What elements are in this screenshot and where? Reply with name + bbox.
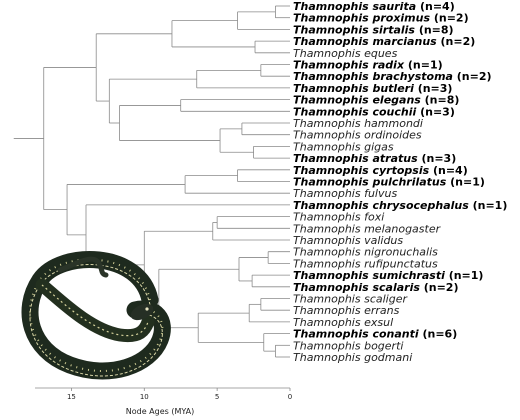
taxon-label: Thamnophis validus	[293, 234, 403, 247]
sample-count: (n=8)	[415, 23, 454, 36]
taxon-name: Thamnophis proximus	[293, 12, 430, 25]
taxon-label: Thamnophis hammondi	[293, 117, 423, 130]
sample-count: (n=3)	[416, 105, 455, 118]
taxon-label: Thamnophis atratus (n=3)	[293, 152, 456, 165]
taxon-name: Thamnophis couchii	[293, 105, 416, 118]
sample-count: (n=2)	[453, 70, 492, 83]
taxon-name: Thamnophis nigronuchalis	[293, 246, 438, 259]
taxon-name: Thamnophis saurita	[293, 0, 416, 13]
time-axis: 15 10 5 0 Node Ages (MYA)	[35, 387, 292, 416]
taxon-name: Thamnophis radix	[293, 59, 405, 72]
sample-count: (n=1)	[446, 176, 485, 189]
taxon-label: Thamnophis exsul	[293, 316, 393, 329]
taxon-label: Thamnophis eques	[293, 47, 398, 60]
axis-tick-label: 5	[215, 393, 219, 401]
taxon-name: Thamnophis eques	[293, 47, 398, 60]
taxon-name: Thamnophis validus	[293, 234, 403, 247]
taxon-label: Thamnophis proximus (n=2)	[293, 12, 469, 25]
axis-ticks: 15 10 5 0	[67, 388, 292, 401]
taxon-name: Thamnophis godmani	[293, 351, 412, 364]
taxon-name: Thamnophis sirtalis	[293, 23, 415, 36]
taxon-name: Thamnophis exsul	[293, 316, 393, 329]
taxon-name: Thamnophis butleri	[293, 82, 414, 95]
sample-count: (n=1)	[469, 199, 508, 212]
taxon-name: Thamnophis elegans	[293, 94, 421, 107]
taxon-label: Thamnophis pulchrilatus (n=1)	[293, 176, 485, 189]
sample-count: (n=6)	[419, 328, 458, 341]
sample-count: (n=4)	[416, 0, 455, 13]
taxon-label: Thamnophis marcianus (n=2)	[293, 35, 475, 48]
taxon-name: Thamnophis rufipunctatus	[293, 257, 438, 270]
taxon-label: Thamnophis melanogaster	[293, 222, 442, 235]
axis-tick-label: 10	[140, 393, 149, 401]
taxon-label: Thamnophis gigas	[293, 140, 394, 153]
garter-snake-photo	[21, 251, 171, 380]
taxon-name: Thamnophis hammondi	[293, 117, 423, 130]
taxon-name: Thamnophis chrysocephalus	[293, 199, 469, 212]
taxon-label: Thamnophis rufipunctatus	[293, 257, 438, 270]
taxon-label: Thamnophis conanti (n=6)	[293, 328, 457, 341]
taxon-label: Thamnophis cyrtopsis (n=4)	[293, 164, 468, 177]
taxon-name: Thamnophis conanti	[293, 328, 419, 341]
taxon-label: Thamnophis sumichrasti (n=1)	[293, 269, 483, 282]
taxon-label: Thamnophis saurita (n=4)	[293, 0, 455, 13]
taxon-label: Thamnophis fulvus	[293, 187, 397, 200]
axis-tick-label: 0	[288, 393, 292, 401]
taxon-name: Thamnophis brachystoma	[293, 70, 453, 83]
sample-count: (n=2)	[420, 281, 459, 294]
sample-count: (n=8)	[421, 94, 460, 107]
sample-count: (n=2)	[430, 12, 469, 25]
taxon-label: Thamnophis couchii (n=3)	[293, 105, 455, 118]
taxon-name: Thamnophis gigas	[293, 140, 394, 153]
sample-count: (n=3)	[414, 82, 453, 95]
taxon-label: Thamnophis elegans (n=8)	[293, 94, 459, 107]
taxon-label: Thamnophis chrysocephalus (n=1)	[293, 199, 507, 212]
taxon-label: Thamnophis godmani	[293, 351, 412, 364]
taxon-name: Thamnophis melanogaster	[293, 222, 442, 235]
taxon-name: Thamnophis fulvus	[293, 187, 397, 200]
tree-branches	[13, 5, 290, 358]
sample-count: (n=1)	[445, 269, 484, 282]
taxon-label: Thamnophis errans	[293, 304, 400, 317]
sample-count: (n=3)	[418, 152, 457, 165]
taxon-labels: Thamnophis saurita (n=4)Thamnophis proxi…	[293, 0, 507, 364]
taxon-name: Thamnophis bogerti	[293, 339, 403, 352]
taxon-label: Thamnophis brachystoma (n=2)	[293, 70, 492, 83]
taxon-name: Thamnophis errans	[293, 304, 400, 317]
taxon-name: Thamnophis scaliger	[293, 293, 408, 306]
sample-count: (n=1)	[404, 59, 443, 72]
sample-count: (n=4)	[429, 164, 468, 177]
sample-count: (n=2)	[437, 35, 476, 48]
taxon-name: Thamnophis sumichrasti	[293, 269, 445, 282]
taxon-label: Thamnophis butleri (n=3)	[293, 82, 452, 95]
taxon-label: Thamnophis foxi	[293, 211, 384, 224]
taxon-name: Thamnophis pulchrilatus	[293, 176, 447, 189]
taxon-name: Thamnophis ordinoides	[293, 129, 422, 142]
taxon-label: Thamnophis scaliger	[293, 293, 408, 306]
taxon-name: Thamnophis foxi	[293, 211, 384, 224]
axis-title: Node Ages (MYA)	[126, 407, 195, 416]
taxon-label: Thamnophis sirtalis (n=8)	[293, 23, 454, 36]
taxon-name: Thamnophis atratus	[293, 152, 418, 165]
taxon-name: Thamnophis scalaris	[293, 281, 420, 294]
taxon-label: Thamnophis radix (n=1)	[293, 59, 443, 72]
taxon-label: Thamnophis nigronuchalis	[293, 246, 438, 259]
taxon-label: Thamnophis scalaris (n=2)	[293, 281, 458, 294]
taxon-label: Thamnophis bogerti	[293, 339, 403, 352]
taxon-label: Thamnophis ordinoides	[293, 129, 422, 142]
taxon-name: Thamnophis cyrtopsis	[293, 164, 430, 177]
axis-tick-label: 15	[67, 393, 76, 401]
taxon-name: Thamnophis marcianus	[293, 35, 437, 48]
